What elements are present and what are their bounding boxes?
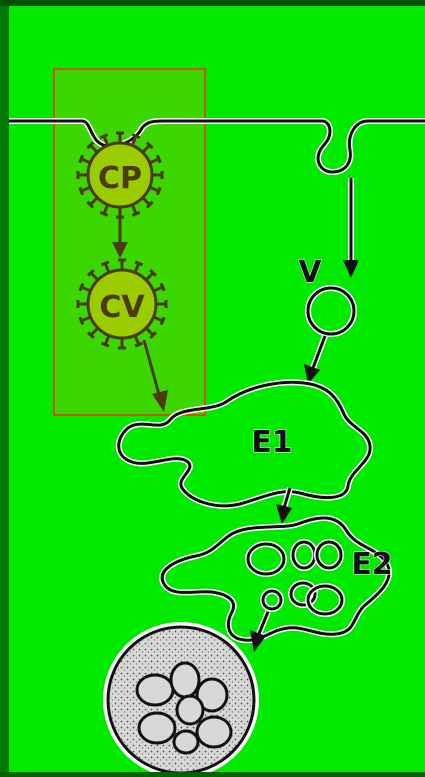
coated-vesicle: CV bbox=[78, 260, 166, 348]
coated-pit: CP bbox=[78, 133, 162, 217]
coated-pit-label: CP bbox=[98, 161, 142, 196]
coated-vesicle-label: CV bbox=[99, 290, 145, 325]
late-endosome-label: E2 bbox=[351, 547, 392, 582]
left-dark-band bbox=[0, 0, 9, 772]
vesicle-label: V bbox=[298, 255, 322, 290]
early-endosome-label: E1 bbox=[251, 425, 292, 460]
lysosome bbox=[106, 625, 256, 772]
top-dark-band bbox=[0, 0, 425, 6]
